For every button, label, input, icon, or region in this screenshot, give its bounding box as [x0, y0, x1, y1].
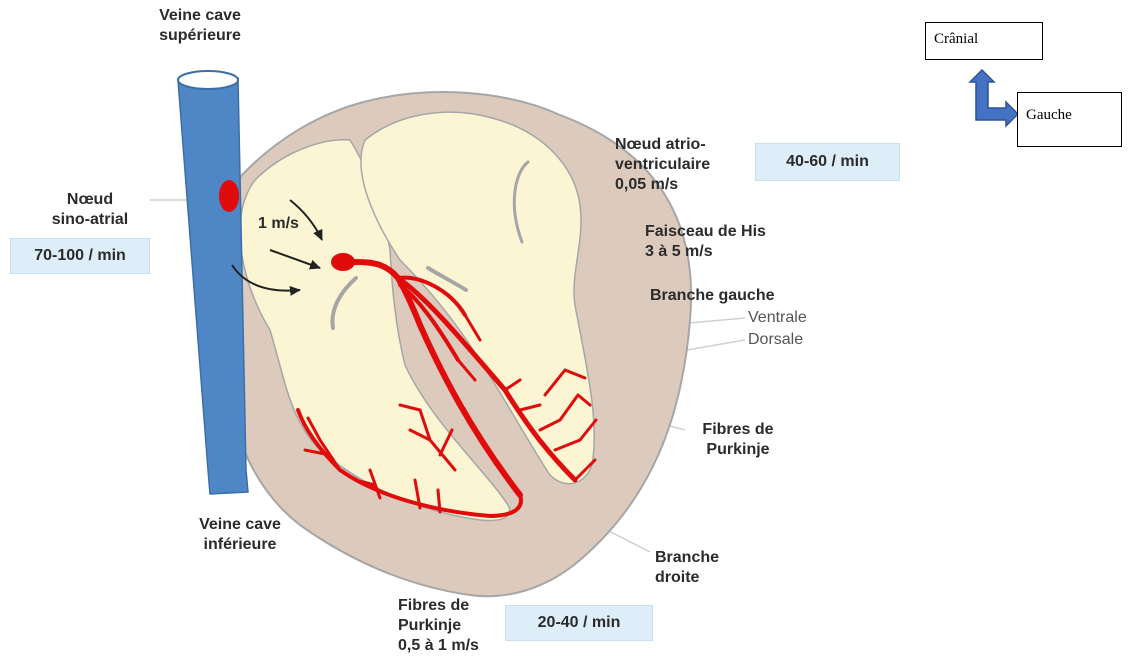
- ventral-label: Ventrale: [748, 308, 807, 328]
- orientation-arrow-icon: [970, 70, 1018, 126]
- sa-node-marker: [219, 180, 239, 212]
- av-node-rate-badge: 40-60 / min: [755, 143, 900, 181]
- conduction-speed-label: 1 m/s: [258, 214, 299, 234]
- left-branch-label: Branche gauche: [650, 286, 774, 306]
- purkinje-rate-badge: 20-40 / min: [505, 605, 653, 641]
- sa-node-rate-badge: 70-100 / min: [10, 238, 150, 274]
- left-orientation-box: Gauche: [1017, 92, 1122, 147]
- dorsal-label: Dorsale: [748, 330, 803, 350]
- vena-cava: [178, 71, 248, 494]
- cranial-orientation-box: Crânial: [925, 22, 1043, 60]
- av-node-marker: [331, 253, 355, 271]
